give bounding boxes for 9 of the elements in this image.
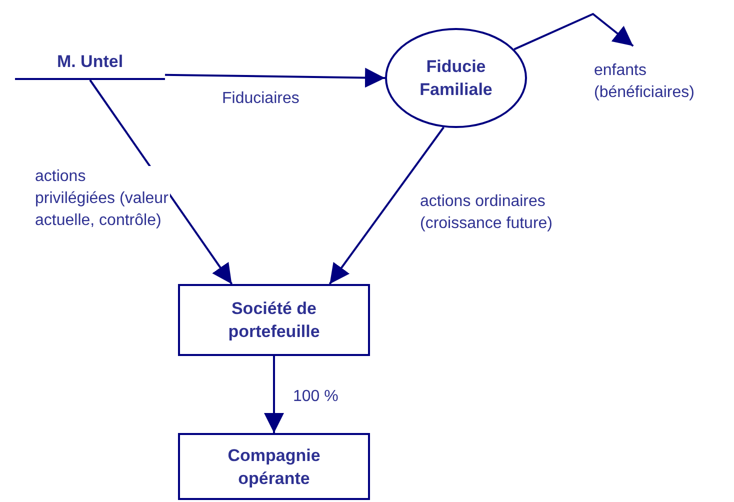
- beneficiaries-label: enfants (bénéficiaires): [594, 46, 729, 104]
- process-box: Compagnie opérante: [178, 433, 370, 500]
- trust-ellipse: Fiducie Familiale: [385, 28, 527, 128]
- arrow: [264, 356, 284, 433]
- name-label: M. Untel: [15, 50, 165, 80]
- arrow: [164, 68, 386, 88]
- arrow: [328, 126, 444, 285]
- process-box: Société de portefeuille: [178, 284, 370, 356]
- arrow: [514, 12, 634, 50]
